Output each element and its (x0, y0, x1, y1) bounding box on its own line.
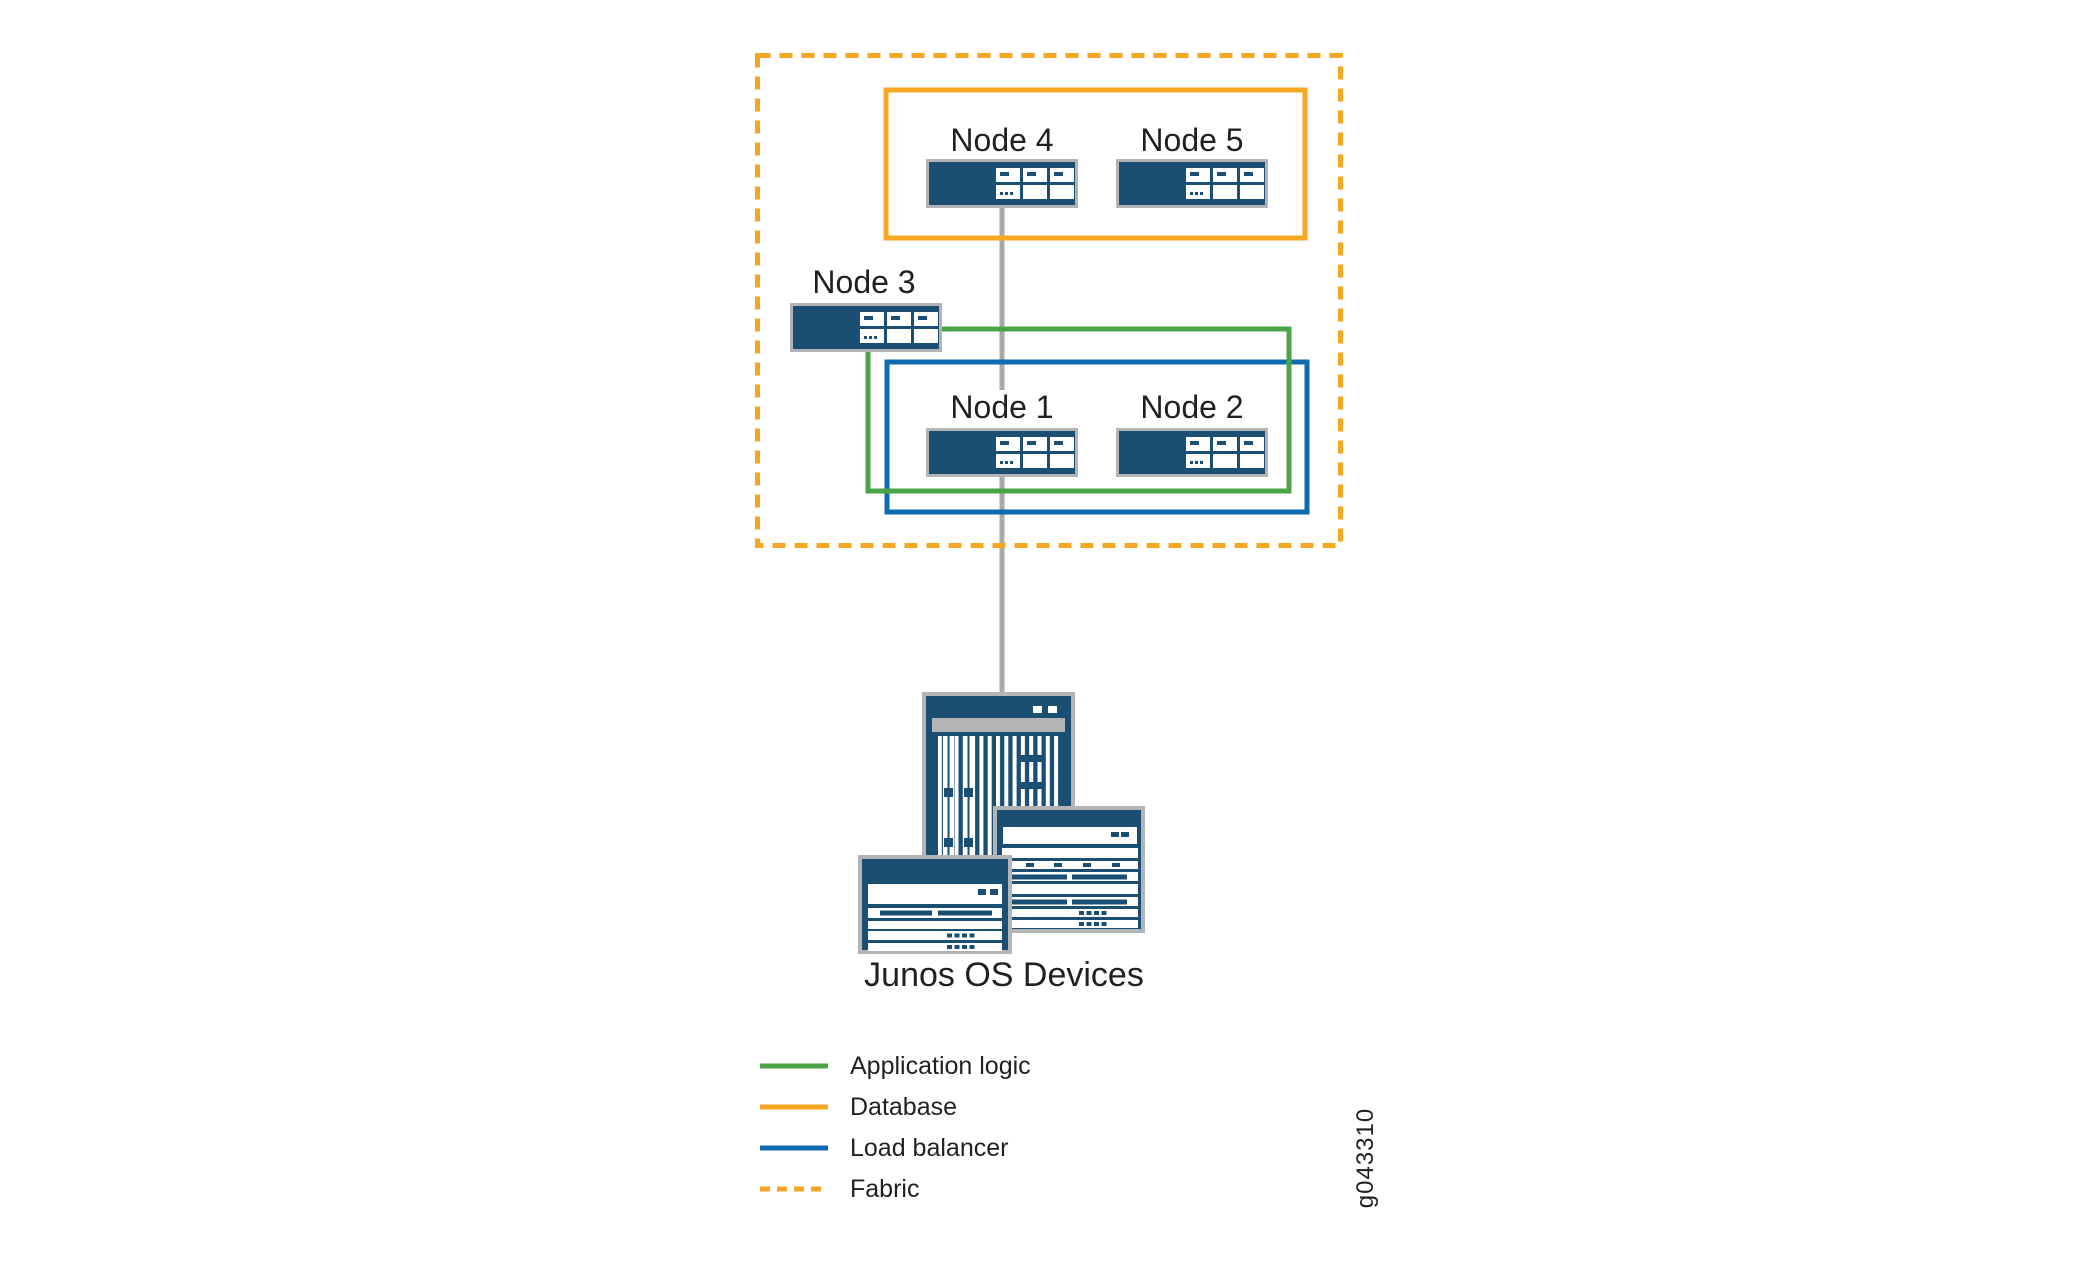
front-panel-device-icon-right (993, 806, 1145, 933)
node-4-label: Node 4 (950, 122, 1054, 158)
legend-item-load-balancer: Load balancer (760, 1132, 1008, 1164)
load-balancer-line-icon (760, 1145, 828, 1151)
front-panel-device-icon-left (858, 855, 1012, 954)
fabric-boundary-box (755, 53, 1343, 548)
legend-item-label: Application logic (850, 1051, 1031, 1080)
switch-icon-node-5 (1116, 159, 1268, 208)
legend-item-label: Database (850, 1092, 958, 1121)
application-logic-line-icon (760, 1063, 828, 1069)
junos-devices-label: Junos OS Devices (864, 956, 1144, 994)
legend-item-database: Database (760, 1091, 957, 1123)
legend-item-fabric: Fabric (760, 1173, 919, 1205)
node-1-label: Node 1 (950, 389, 1054, 425)
switch-icon-node-2 (1116, 428, 1268, 477)
legend-item-label: Fabric (850, 1174, 920, 1203)
application-logic-group-box (865, 326, 1292, 494)
node-5-label: Node 5 (1140, 122, 1244, 158)
legend-item-label: Load balancer (850, 1133, 1009, 1162)
legend-item-application-logic: Application logic (760, 1050, 1031, 1082)
database-group-box (883, 87, 1308, 241)
database-line-icon (760, 1104, 828, 1110)
switch-icon-node-4 (926, 159, 1078, 208)
fabric-dashed-line-icon (760, 1186, 828, 1192)
load-balancer-group-box (884, 359, 1310, 515)
figure-id-watermark: g043310 (1352, 1107, 1379, 1209)
node-2-label: Node 2 (1140, 389, 1244, 425)
node-3-label: Node 3 (812, 264, 916, 300)
switch-icon-node-3 (790, 303, 942, 352)
switch-icon-node-1 (926, 428, 1078, 477)
